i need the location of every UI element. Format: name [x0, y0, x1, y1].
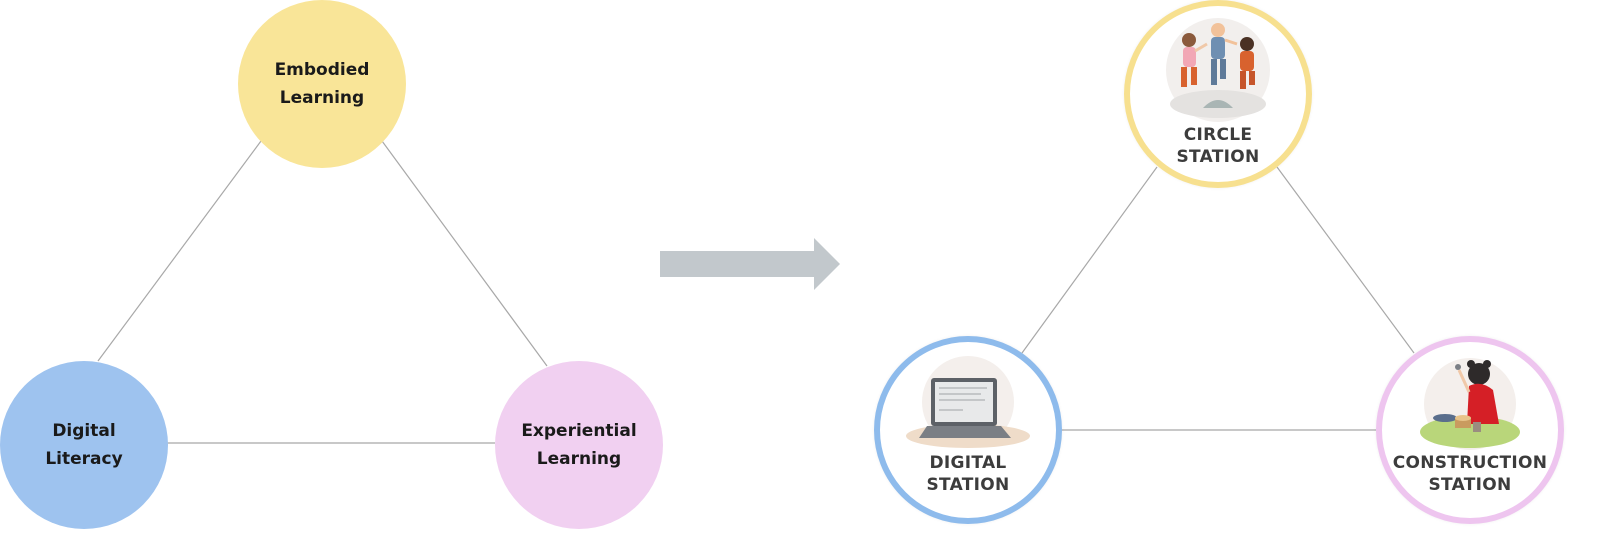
embodied-learning-node: Embodied Learning — [238, 0, 406, 168]
station-label: DIGITAL STATION — [926, 453, 1010, 495]
node-label: Experiential Learning — [521, 421, 637, 469]
experiential-learning-node: Experiential Learning — [495, 361, 663, 529]
children-dancing-illustration — [1166, 18, 1270, 122]
right-arrow-icon — [660, 238, 840, 290]
digital-station-node: DIGITAL STATION — [874, 336, 1062, 524]
edge-embodied-digital — [97, 140, 262, 362]
station-label: CONSTRUCTION STATION — [1392, 453, 1548, 495]
laptop-illustration — [906, 356, 1030, 448]
station-label: CIRCLE STATION — [1176, 125, 1260, 167]
circle-station-node: CIRCLE STATION — [1124, 0, 1312, 188]
edge-circle-construction — [1276, 166, 1415, 354]
edge-circle-digital — [1021, 166, 1158, 354]
node-label: Digital Literacy — [45, 421, 123, 469]
node-label: Embodied Learning — [274, 60, 370, 108]
digital-literacy-node: Digital Literacy — [0, 361, 168, 529]
edge-embodied-experiential — [381, 140, 548, 367]
child-building-illustration — [1420, 358, 1520, 450]
construction-station-node: CONSTRUCTION STATION — [1376, 336, 1564, 524]
